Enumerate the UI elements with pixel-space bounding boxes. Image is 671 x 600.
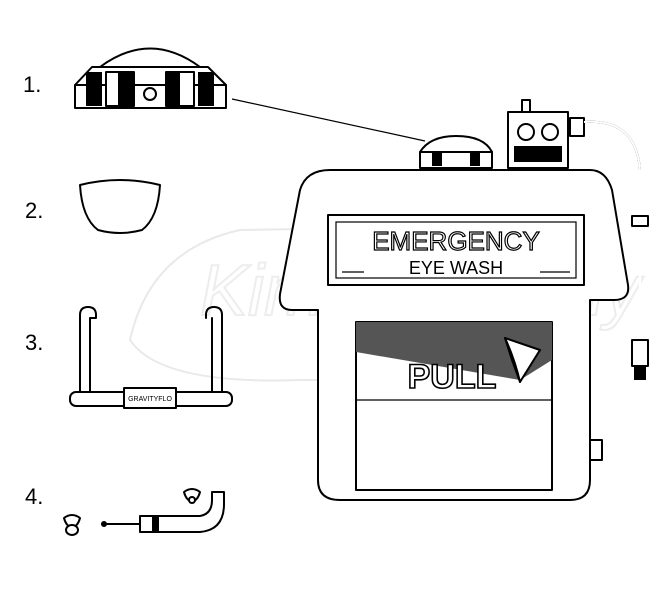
part-number-2: 2. [25,198,44,223]
leader-line [231,98,426,142]
handle-bracket-icon: GRAVITYFLO [69,306,233,409]
pull-label: PULL [408,358,497,396]
dust-cover-icon [74,47,227,109]
hose-fitting-icon [63,488,225,536]
part-number-4: 4. [25,484,44,509]
eyewash-cup-icon [79,179,161,234]
bracket-label: GRAVITYFLO [128,396,172,403]
eyewash-station-unit: EMERGENCY EYE WASH PULL [278,99,649,501]
part-number-3: 3. [25,330,44,355]
sign-line-1: EMERGENCY [372,226,540,256]
part-number-1: 1. [23,72,42,97]
sign-line-2: EYE WASH [409,258,503,278]
